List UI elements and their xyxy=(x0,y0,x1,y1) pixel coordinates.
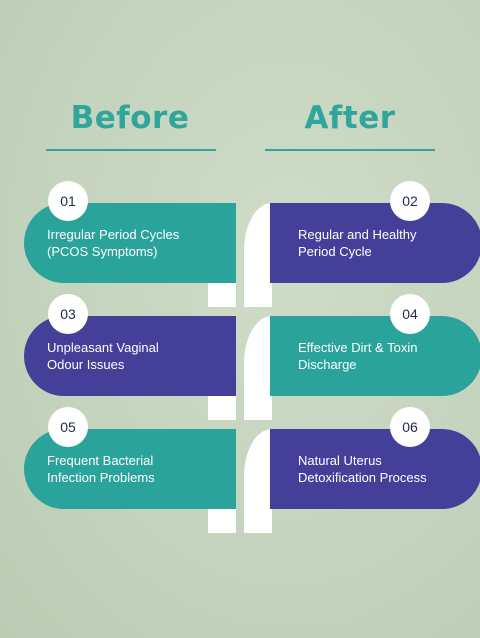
before-underline xyxy=(46,149,216,151)
after-card-4: Effective Dirt & Toxin Discharge xyxy=(270,316,480,396)
card-text: Effective Dirt & Toxin Discharge xyxy=(298,340,418,372)
card-text: Frequent Bacterial Infection Problems xyxy=(47,453,155,485)
after-heading: After xyxy=(304,100,396,136)
number-badge-04: 04 xyxy=(390,294,430,334)
card-tail-right xyxy=(244,203,272,307)
card-text: Irregular Period Cycles (PCOS Symptoms) xyxy=(47,227,180,259)
card-text: Natural Uterus Detoxification Process xyxy=(298,453,427,485)
card-text: Regular and Healthy Period Cycle xyxy=(298,227,417,259)
card-text: Unpleasant Vaginal Odour Issues xyxy=(47,340,159,372)
number-badge-05: 05 xyxy=(48,407,88,447)
before-heading: Before xyxy=(70,100,190,136)
after-underline xyxy=(265,149,435,151)
after-card-2: Regular and Healthy Period Cycle xyxy=(270,203,480,283)
card-tail-right xyxy=(244,429,272,533)
number-badge-03: 03 xyxy=(48,294,88,334)
after-card-6: Natural Uterus Detoxification Process xyxy=(270,429,480,509)
card-tail-right xyxy=(244,316,272,420)
number-badge-02: 02 xyxy=(390,181,430,221)
number-badge-06: 06 xyxy=(390,407,430,447)
number-badge-01: 01 xyxy=(48,181,88,221)
